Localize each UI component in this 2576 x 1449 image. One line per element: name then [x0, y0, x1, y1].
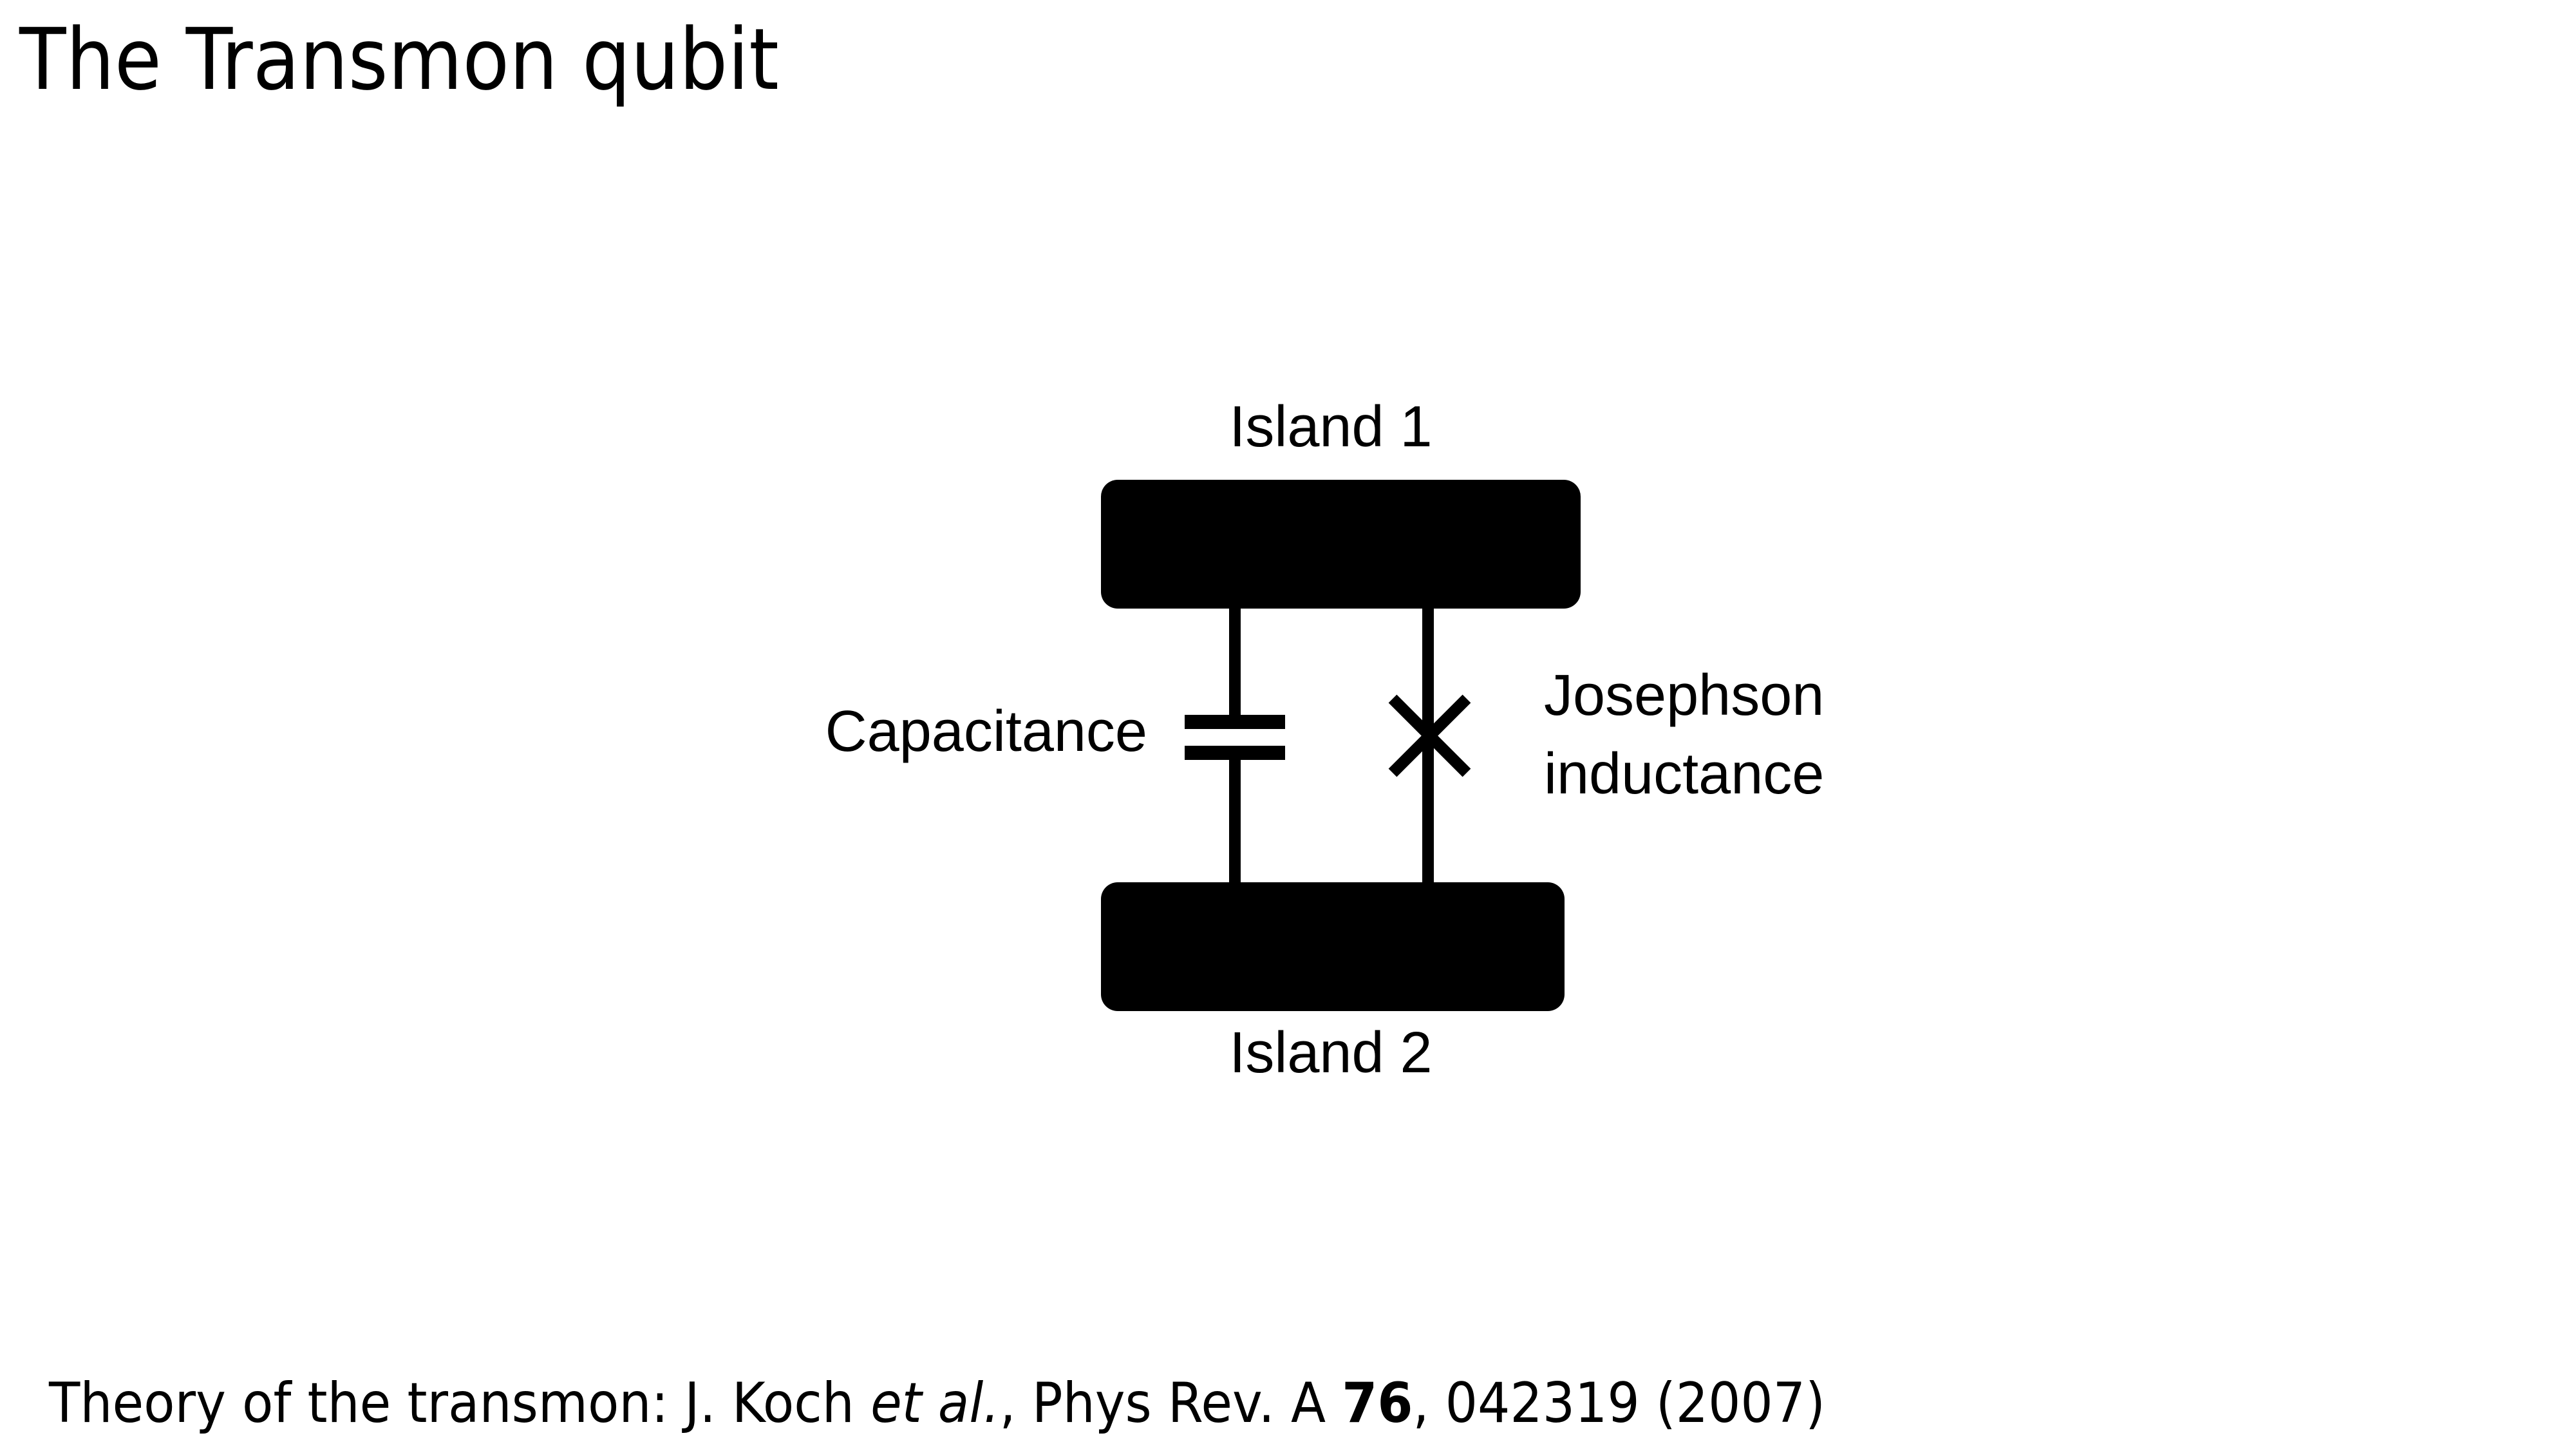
capacitor-plate-top [1185, 715, 1285, 729]
capacitance-label: Capacitance [825, 699, 1147, 764]
josephson-label-line1: Josephson [1544, 663, 1824, 728]
citation-prefix: Theory of the transmon: J. Koch [49, 1371, 871, 1435]
capacitor-plate-bottom [1185, 746, 1285, 760]
citation-suffix: , 042319 (2007) [1413, 1371, 1825, 1435]
island-2-label: Island 2 [1229, 1021, 1432, 1085]
josephson-label-line2: inductance [1544, 742, 1824, 806]
josephson-junction-cross-icon [1388, 694, 1471, 777]
slide-title: The Transmon qubit [19, 10, 779, 109]
island-1-label: Island 1 [1229, 395, 1432, 459]
citation-volume: 76 [1342, 1371, 1413, 1435]
citation-et-al: et al. [870, 1371, 1000, 1435]
citation: Theory of the transmon: J. Koch et al., … [49, 1372, 1825, 1435]
citation-journal: , Phys Rev. A [999, 1371, 1342, 1435]
island-1-pad [1101, 480, 1581, 609]
island-2-pad [1101, 882, 1565, 1011]
